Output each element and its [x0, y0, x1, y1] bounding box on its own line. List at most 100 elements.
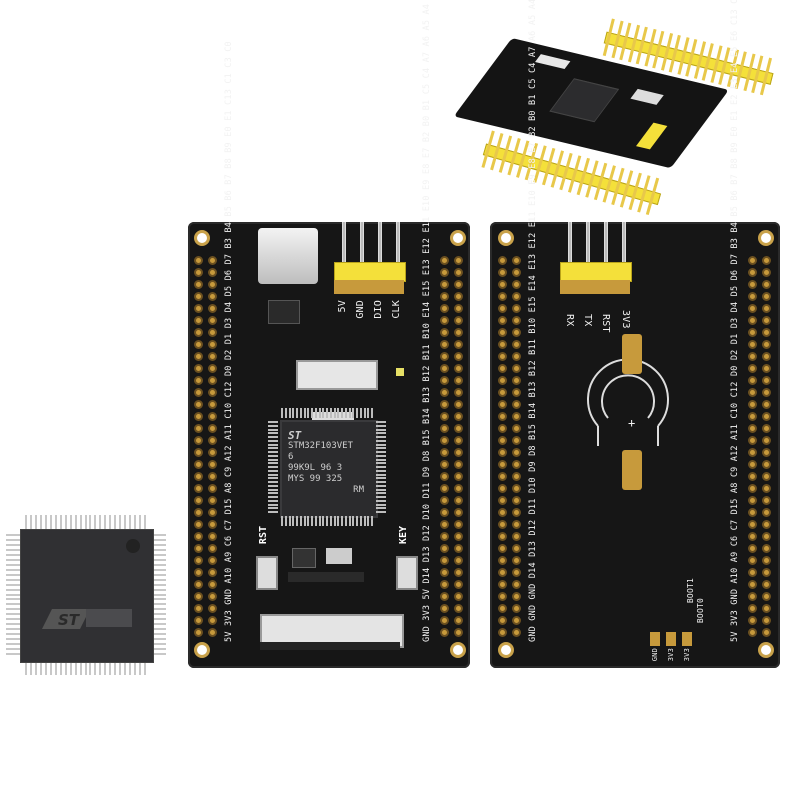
- qfp-pin: [129, 660, 132, 675]
- qfp-pin: [6, 563, 21, 566]
- solder-pad: [194, 496, 203, 505]
- solder-pad: [440, 496, 449, 505]
- solder-pad: [512, 472, 521, 481]
- mcu-pin: [268, 496, 278, 499]
- solder-pad: [762, 484, 771, 493]
- battery-plus-sign: +: [628, 416, 636, 430]
- key-button[interactable]: [396, 556, 418, 590]
- solder-pad: [512, 268, 521, 277]
- solder-pad: [748, 424, 757, 433]
- solder-pad: [748, 436, 757, 445]
- qfp-pin: [29, 515, 32, 530]
- solder-pad: [762, 364, 771, 373]
- mcu-pin: [356, 408, 359, 418]
- solder-pad: [512, 544, 521, 553]
- qfp-pin: [151, 633, 166, 636]
- mcu-pin: [268, 458, 278, 461]
- solder-pad: [194, 340, 203, 349]
- qfp-pin: [104, 515, 107, 530]
- qfp-pin: [129, 515, 132, 530]
- solder-pad: [454, 508, 463, 517]
- mcu-pin: [268, 443, 278, 446]
- solder-pad: [498, 592, 507, 601]
- solder-pad: [194, 352, 203, 361]
- solder-pad: [440, 436, 449, 445]
- solder-pad: [498, 580, 507, 589]
- solder-pad: [748, 604, 757, 613]
- qfp-pin: [144, 515, 147, 530]
- solder-pad: [454, 256, 463, 265]
- back-header-label-3v3: 3V3: [620, 310, 631, 329]
- solder-pad: [208, 256, 217, 265]
- solder-pad: [762, 532, 771, 541]
- solder-pad: [440, 328, 449, 337]
- solder-pad: [748, 400, 757, 409]
- boot-jumper-pads[interactable]: [650, 632, 700, 646]
- solder-pad: [440, 532, 449, 541]
- qfp-pin: [59, 515, 62, 530]
- qfp-pin: [114, 515, 117, 530]
- solder-pad: [498, 400, 507, 409]
- qfp-pin: [6, 583, 21, 586]
- mcu-pin: [268, 499, 278, 502]
- jumper-label-3v3-a: 3V3: [667, 648, 675, 662]
- solder-pad: [208, 340, 217, 349]
- solder-pad: [748, 292, 757, 301]
- solder-pad: [498, 436, 507, 445]
- solder-pad: [512, 592, 521, 601]
- qfp-pin: [139, 515, 142, 530]
- solder-pad: [748, 352, 757, 361]
- front-left-pin-labels: 5V 3V3 GND A10 A9 C6 C7 D15 A8 C9 A12 A1…: [224, 41, 234, 642]
- mcu-pin: [268, 484, 278, 487]
- solder-pad: [748, 580, 757, 589]
- solder-pad: [762, 556, 771, 565]
- mcu-pin: [268, 473, 278, 476]
- solder-pad: [762, 616, 771, 625]
- qfp-pin: [39, 515, 42, 530]
- solder-pad: [440, 292, 449, 301]
- mcu-pin: [268, 462, 278, 465]
- solder-pad: [194, 544, 203, 553]
- qfp-pin: [6, 633, 21, 636]
- solder-pad: [498, 484, 507, 493]
- solder-pad: [208, 628, 217, 637]
- qfp-pin: [119, 660, 122, 675]
- solder-pad: [498, 616, 507, 625]
- solder-pad: [194, 388, 203, 397]
- mcu-pin: [292, 408, 295, 418]
- solder-pad: [748, 328, 757, 337]
- solder-pad: [440, 268, 449, 277]
- solder-pad: [748, 256, 757, 265]
- solder-pad: [194, 556, 203, 565]
- qfp-pin: [79, 515, 82, 530]
- solder-pad: [194, 400, 203, 409]
- solder-pad: [762, 424, 771, 433]
- solder-pad: [762, 496, 771, 505]
- solder-pad: [748, 592, 757, 601]
- solder-pad: [748, 484, 757, 493]
- solder-pad: [208, 412, 217, 421]
- solder-pad: [454, 520, 463, 529]
- solder-pad: [194, 412, 203, 421]
- solder-pad: [454, 412, 463, 421]
- mcu-pin: [268, 454, 278, 457]
- solder-pad: [454, 568, 463, 577]
- qfp-pin: [151, 534, 166, 536]
- mcu-pin: [268, 503, 278, 506]
- reset-button[interactable]: [256, 556, 278, 590]
- qfp-pin: [151, 623, 166, 626]
- solder-pad: [208, 280, 217, 289]
- qfp-pin: [151, 653, 166, 656]
- solder-pad: [440, 412, 449, 421]
- mcu-pin: [281, 408, 283, 418]
- solder-pad: [194, 256, 203, 265]
- solder-pad: [440, 364, 449, 373]
- qfp-pin: [94, 660, 97, 675]
- solder-pad: [748, 568, 757, 577]
- qfp-pin: [6, 588, 21, 591]
- solder-pad: [512, 364, 521, 373]
- solder-pad: [454, 592, 463, 601]
- qfp-pin: [89, 660, 92, 675]
- solder-pad: [748, 628, 757, 637]
- solder-pad: [194, 520, 203, 529]
